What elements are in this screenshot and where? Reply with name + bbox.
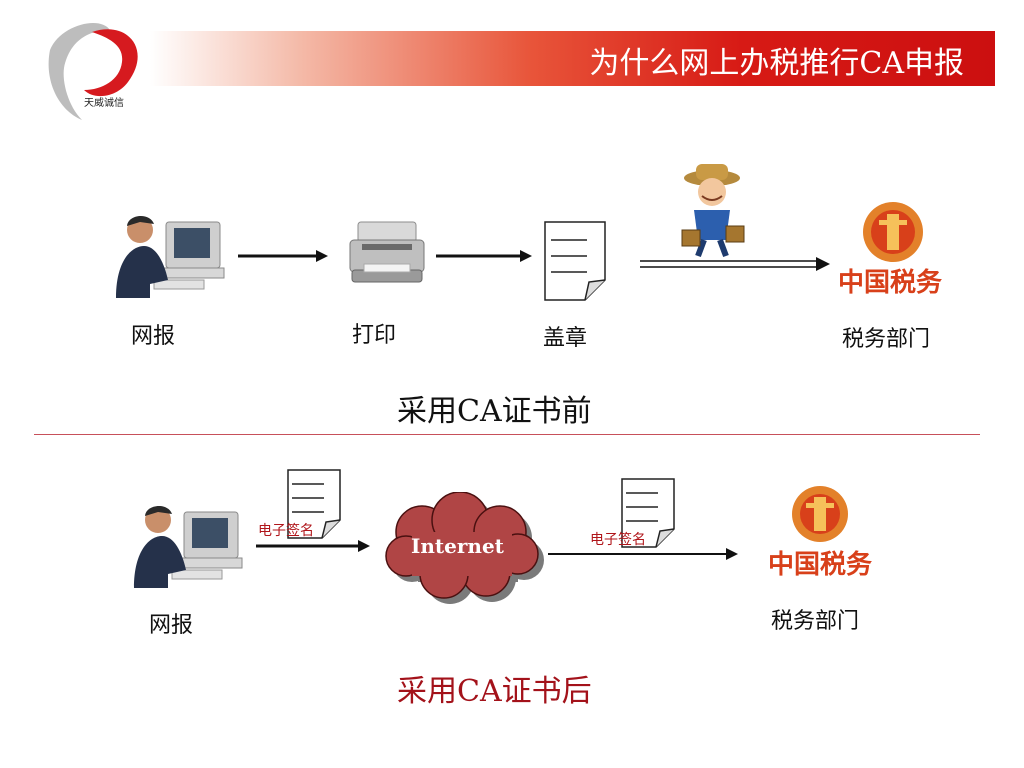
- step-label-tax-department-after: 税务部门: [771, 609, 860, 634]
- step-label-online-report: 网报: [131, 324, 176, 349]
- internet-cloud-icon: [385, 492, 544, 604]
- china-tax-emblem-icon: [863, 202, 923, 262]
- e-signature-label: 电子签名: [258, 523, 314, 539]
- logo-text: 天威诚信: [84, 98, 124, 109]
- document-icon: [544, 221, 606, 301]
- header-banner: [150, 31, 995, 86]
- step-label-seal: 盖章: [543, 326, 588, 351]
- arrow-right-icon: [548, 548, 738, 560]
- china-tax-emblem-icon: [792, 486, 848, 542]
- printer-icon: [349, 221, 425, 283]
- arrow-right-icon: [256, 540, 370, 552]
- step-label-tax-department: 税务部门: [842, 327, 931, 352]
- step-label-online-report-after: 网报: [149, 613, 194, 638]
- signed-document-icon: [287, 469, 341, 539]
- courier-man-icon: [681, 164, 745, 258]
- computer-user-icon: [134, 505, 243, 588]
- section-divider: [34, 434, 980, 435]
- delivery-arrow-icon: [640, 257, 830, 271]
- computer-user-icon: [116, 215, 225, 298]
- caption-after-ca: 采用CA证书后: [397, 674, 592, 709]
- step-label-print: 打印: [352, 323, 397, 348]
- page-title: 为什么网上办税推行CA申报: [589, 46, 964, 81]
- china-tax-text: 中国税务: [768, 550, 873, 580]
- e-signature-label: 电子签名: [590, 532, 646, 548]
- signed-document-icon: [621, 478, 675, 548]
- company-logo: [48, 22, 138, 120]
- internet-label: Internet: [411, 534, 504, 558]
- arrow-right-icon: [238, 250, 328, 262]
- arrow-right-icon: [436, 250, 532, 262]
- china-tax-text: 中国税务: [838, 268, 943, 298]
- caption-before-ca: 采用CA证书前: [397, 394, 592, 429]
